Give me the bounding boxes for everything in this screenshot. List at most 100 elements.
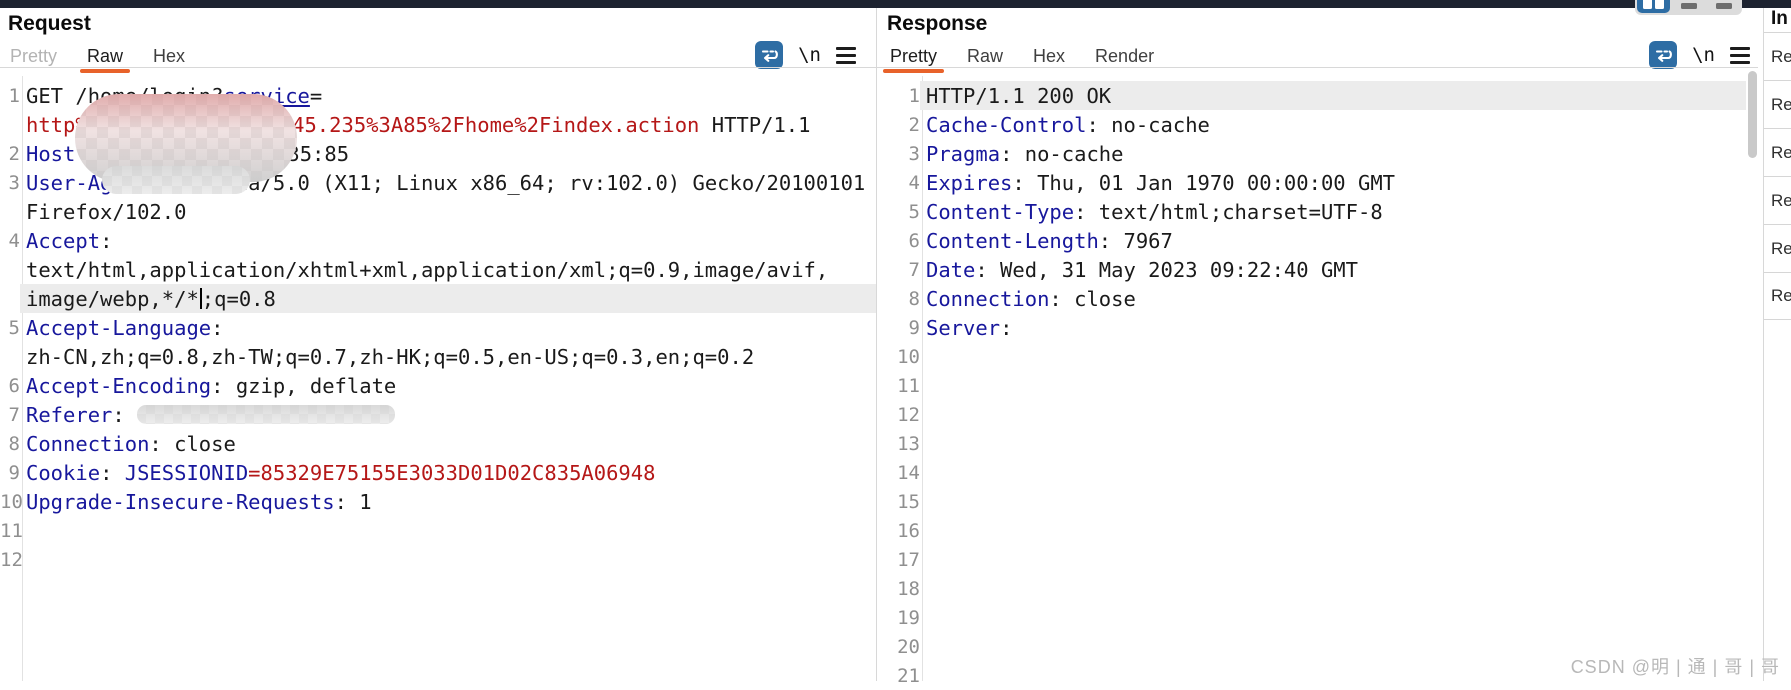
- code-line[interactable]: 20: [877, 632, 1746, 661]
- tab-pretty[interactable]: Pretty: [882, 46, 945, 73]
- request-tabs: Pretty Raw Hex: [10, 44, 186, 73]
- response-scrollbar[interactable]: [1748, 71, 1757, 158]
- line-number: 17: [897, 548, 920, 571]
- inspector-section-row[interactable]: Re: [1764, 176, 1791, 224]
- code-line[interactable]: 11: [0, 516, 876, 545]
- csdn-watermark: CSDN @明 | 通 | 哥 | 哥: [1570, 657, 1780, 677]
- code-segment: : close: [1049, 286, 1136, 311]
- line-text: [920, 400, 1746, 429]
- code-line[interactable]: 7 Referer:: [0, 400, 876, 429]
- code-line[interactable]: image/webp,*/*;q=0.8: [0, 284, 876, 313]
- line-text: Pragma: no-cache: [920, 139, 1746, 168]
- code-line[interactable]: 14: [877, 458, 1746, 487]
- tab-raw[interactable]: Raw: [80, 46, 131, 73]
- tab-hex[interactable]: Hex: [153, 46, 186, 66]
- code-line[interactable]: 10: [877, 342, 1746, 371]
- code-segment: : no-cache: [1000, 141, 1124, 166]
- code-line[interactable]: 18: [877, 574, 1746, 603]
- code-line[interactable]: 17: [877, 545, 1746, 574]
- response-panel-title: Response: [887, 12, 988, 35]
- inspector-section-row[interactable]: Re: [1764, 224, 1791, 272]
- line-number: 5: [8, 316, 20, 339]
- inspector-section-label: Re: [1771, 94, 1791, 114]
- code-line[interactable]: 12: [877, 400, 1746, 429]
- inspector-section-label: Re: [1771, 142, 1791, 162]
- layout-toggle-group: [1635, 0, 1742, 15]
- line-text: zh-CN,zh;q=0.8,zh-TW;q=0.7,zh-HK;q=0.5,e…: [20, 342, 876, 371]
- redacted-text: [137, 405, 396, 424]
- tab-raw[interactable]: Raw: [967, 46, 1004, 66]
- code-line[interactable]: 12: [0, 545, 876, 574]
- line-number: 2: [8, 142, 20, 165]
- code-line[interactable]: 11: [877, 371, 1746, 400]
- panel-divider[interactable]: [876, 8, 877, 681]
- line-number: 8: [8, 432, 20, 455]
- newline-icon[interactable]: \n: [1692, 44, 1715, 66]
- code-segment: :: [211, 315, 224, 340]
- code-segment: Referer: [26, 402, 113, 427]
- line-number: 18: [897, 577, 920, 600]
- tab-hex[interactable]: Hex: [1033, 46, 1066, 66]
- menu-icon[interactable]: [836, 46, 856, 64]
- inspector-section-row[interactable]: Re: [1764, 32, 1791, 80]
- line-number: 7: [8, 403, 20, 426]
- line-number: 21: [897, 664, 920, 687]
- code-segment: HTTP/1.1 200 OK: [926, 83, 1112, 108]
- code-segment: : Wed, 31 May 2023 09:22:40 GMT: [975, 257, 1358, 282]
- tab-render[interactable]: Render: [1095, 46, 1155, 66]
- code-line[interactable]: 16: [877, 516, 1746, 545]
- line-text: Accept:: [20, 226, 876, 255]
- inspector-section-label: Re: [1771, 190, 1791, 210]
- code-line[interactable]: text/html,application/xhtml+xml,applicat…: [0, 255, 876, 284]
- tab-pretty[interactable]: Pretty: [10, 46, 58, 66]
- inspector-divider[interactable]: [1763, 8, 1764, 681]
- menu-icon[interactable]: [1730, 46, 1750, 64]
- newline-icon[interactable]: \n: [798, 44, 821, 66]
- rows-layout-button[interactable]: [1707, 0, 1740, 13]
- inspector-section-label: Re: [1771, 238, 1791, 258]
- inspector-section-row[interactable]: Re: [1764, 272, 1791, 320]
- code-line[interactable]: 15: [877, 487, 1746, 516]
- line-text: Cache-Control: no-cache: [920, 110, 1746, 139]
- line-text: text/html,application/xhtml+xml,applicat…: [20, 255, 876, 284]
- code-segment: :: [112, 402, 138, 427]
- inspector-section-row[interactable]: Re: [1764, 80, 1791, 128]
- line-number: 10: [897, 345, 920, 368]
- line-text: Accept-Language:: [20, 313, 876, 342]
- line-text: HTTP/1.1 200 OK: [920, 81, 1746, 110]
- soft-wrap-icon[interactable]: [1649, 41, 1678, 69]
- line-number: 12: [897, 403, 920, 426]
- line-number: 13: [897, 432, 920, 455]
- code-line[interactable]: 13: [877, 429, 1746, 458]
- code-line[interactable]: 19: [877, 603, 1746, 632]
- line-number: 6: [908, 229, 920, 252]
- inspector-section-row[interactable]: Re: [1764, 128, 1791, 176]
- line-text: Server:: [920, 313, 1746, 342]
- rows-layout-button[interactable]: [1672, 0, 1705, 13]
- code-line[interactable]: Firefox/102.0: [0, 197, 876, 226]
- code-line[interactable]: zh-CN,zh;q=0.8,zh-TW;q=0.7,zh-HK;q=0.5,e…: [0, 342, 876, 371]
- columns-layout-button[interactable]: [1637, 0, 1670, 13]
- soft-wrap-icon[interactable]: [755, 41, 784, 69]
